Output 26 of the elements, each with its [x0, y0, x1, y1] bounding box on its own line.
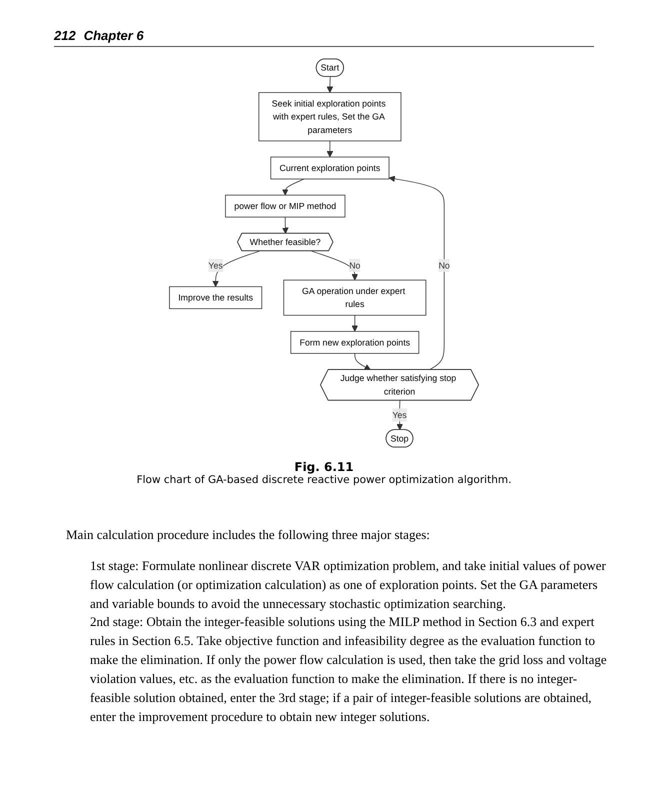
- node-box: GA operation under expert rules: [283, 280, 426, 316]
- figure-number: Fig. 6.11: [293, 460, 355, 474]
- page-number: 212: [54, 28, 76, 43]
- running-header: Chapter 6: [84, 28, 144, 43]
- paragraph: Main calculation procedure includes the following three major stages:: [66, 526, 431, 544]
- arrow: [352, 314, 358, 332]
- arrow: [326, 140, 334, 158]
- arrow: [212, 250, 260, 287]
- arrow: [326, 76, 334, 93]
- edge-label: No: [349, 260, 360, 271]
- figure-caption: Flow chart of GA-based discrete reactive power optimization algorithm.: [136, 474, 512, 486]
- arrow: [282, 216, 289, 234]
- paragraph: 2nd stage: Obtain the integer-feasible solutions using the MILP method in Section 6.3 and expert rules in Section 6.5. Take objective function and infeasibility degree as the evaluation function to make the elimination. If only the power flow calculation is used, then take the grid loss and voltage violation values, etc. as the evaluation function to make the elimination. If there is no integer-feasible solution obtained, enter the 3rd stage; if a pair of integer-feasible solutions are obtained, enter the improvement procedure to obtain new integer solutions.: [90, 613, 608, 726]
- paragraph: 1st stage: Formulate nonlinear discrete VAR optimization problem, and take initial values of power flow calculation (or optimization calculation) as one of exploration points. Set the GA parameters and variable bounds to avoid the unnecessary stochastic optimization searching.: [90, 556, 607, 613]
- edge-label: Yes: [208, 260, 223, 271]
- node-box: Form new exploration points: [290, 331, 420, 354]
- arrow: [282, 178, 304, 196]
- node-box: Improve the results: [169, 286, 262, 310]
- arrow: [354, 353, 371, 370]
- node-box: power flow or MIP method: [225, 194, 346, 218]
- edge-label: Yes: [392, 410, 407, 420]
- node-box: Current exploration points: [270, 156, 390, 180]
- arrow: [311, 250, 358, 280]
- edge-label: No: [438, 260, 450, 271]
- node-box: Seek initial exploration points with expert rules, Set the GA parameters: [258, 92, 402, 142]
- arrow: [388, 176, 445, 370]
